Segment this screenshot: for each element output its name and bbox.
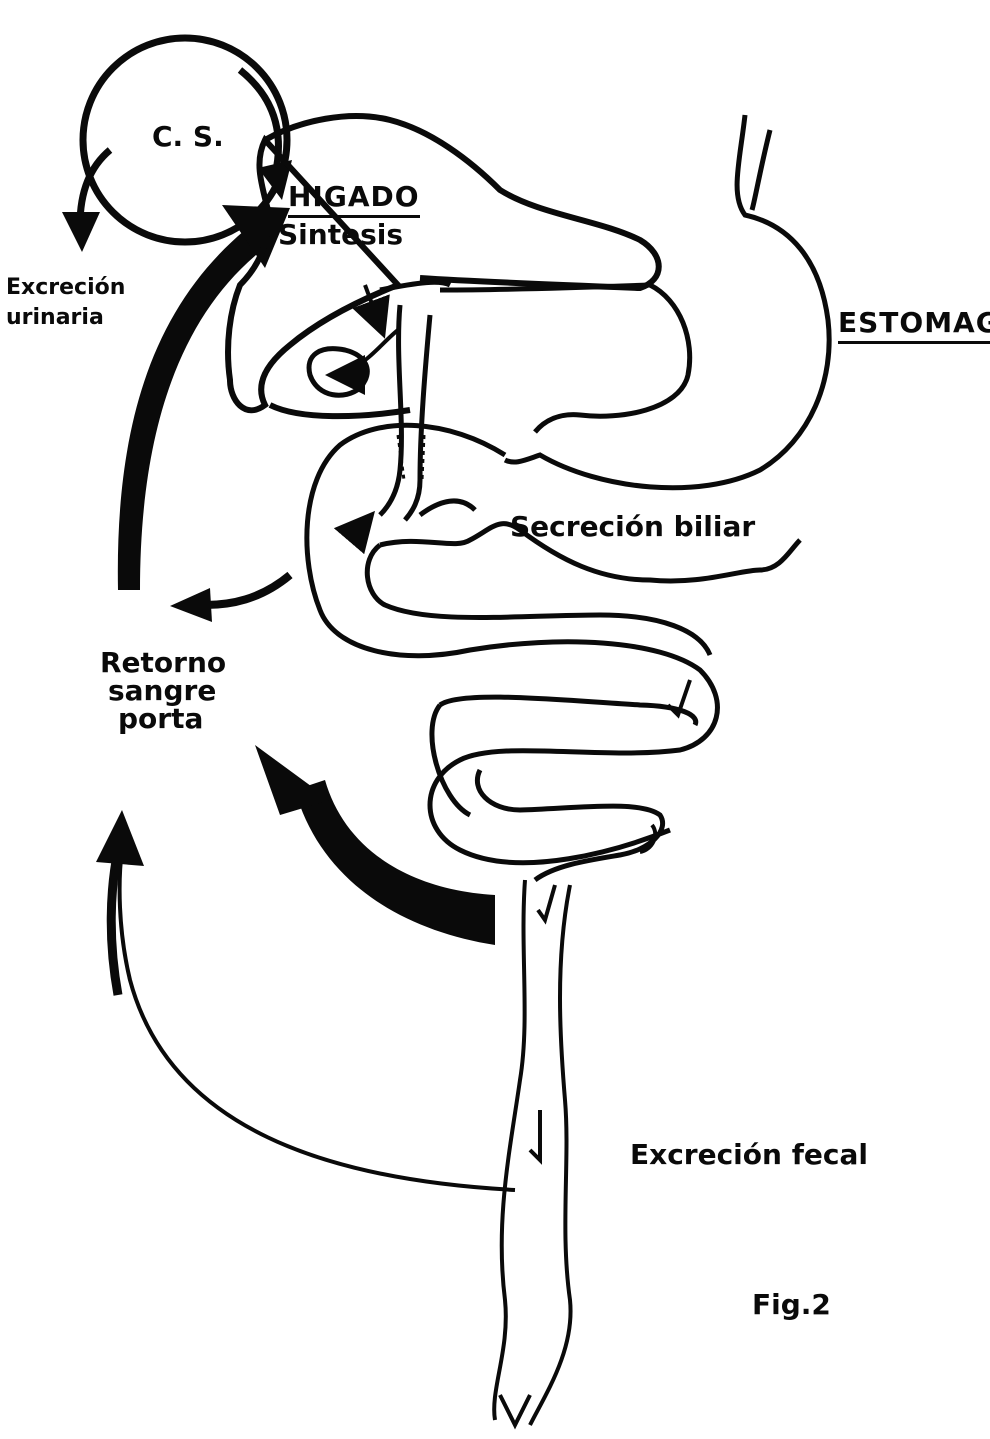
colon-to-portal-thick-arrow-icon	[111, 850, 118, 995]
urinary-excretion-label-line1: Excreción	[6, 276, 125, 300]
biliary-secretion-label: Secreción biliar	[510, 512, 755, 543]
portal-return-label-line3: porta	[118, 704, 203, 735]
synthesis-label: Sintesis	[278, 220, 403, 251]
stomach-label: ESTOMAGO	[838, 308, 990, 344]
intestine-to-portal-arrow-icon	[205, 575, 290, 605]
liver-outline	[228, 116, 659, 410]
reabsorption-arrow-icon	[295, 780, 495, 945]
duodenum-outline	[307, 425, 718, 862]
fecal-excretion-label: Excreción fecal	[630, 1140, 868, 1171]
figure-number: Fig.2	[752, 1290, 831, 1321]
liver-label: HIGADO	[288, 182, 420, 218]
stomach-outline	[505, 115, 829, 488]
urinary-excretion-label-line2: urinaria	[6, 306, 104, 330]
gallbladder-outline	[309, 349, 367, 396]
central-system-label: C. S.	[152, 122, 224, 153]
